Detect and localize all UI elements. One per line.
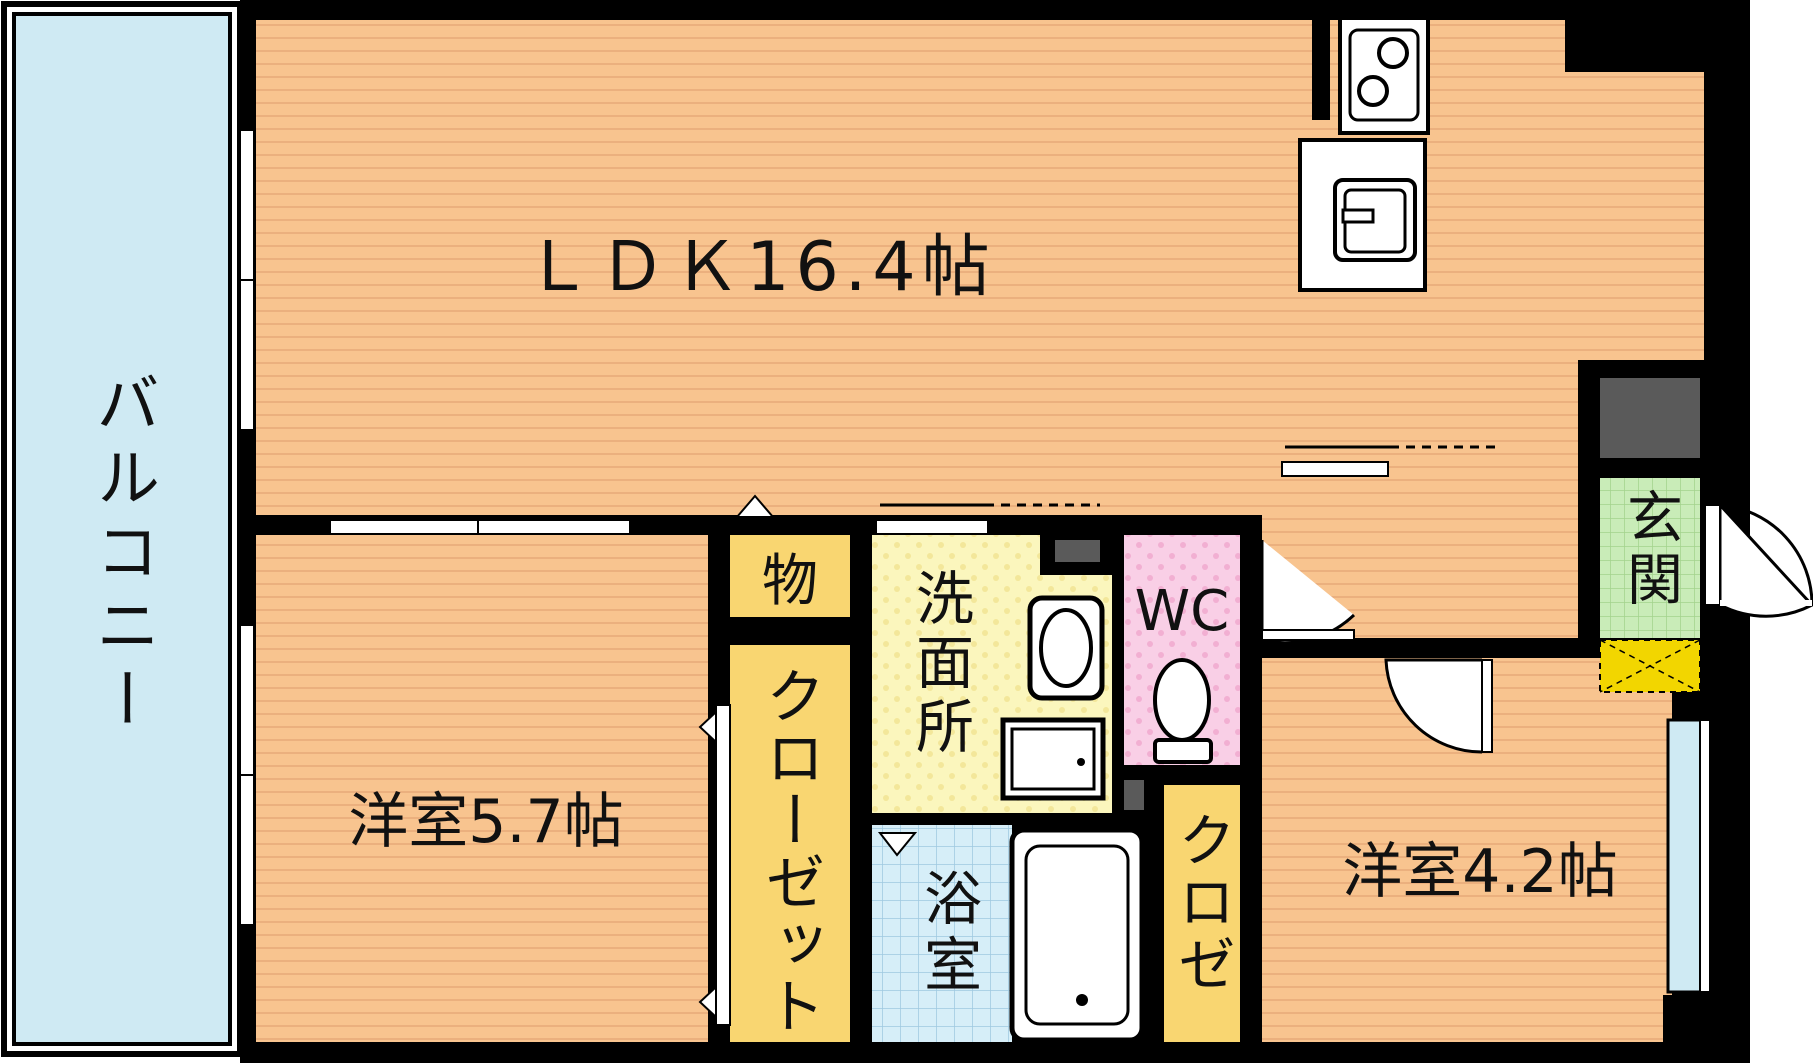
western-room-a-label: 洋室5.7帖 xyxy=(348,787,623,857)
window-right xyxy=(1666,718,1706,994)
kitchen-sink xyxy=(1333,178,1417,262)
closet-large-area xyxy=(730,645,850,1042)
stove-burner-1 xyxy=(1377,37,1409,69)
washroom-label: 洗面所 xyxy=(906,568,974,760)
balcony-label: バルコニー xyxy=(85,370,159,740)
ldk-floor xyxy=(256,20,1704,515)
sliding-door-room-a xyxy=(329,519,631,535)
toilet-label: WC xyxy=(1135,579,1229,644)
door-room-b xyxy=(1384,658,1483,754)
western-room-a-floor xyxy=(256,535,708,1042)
door-entrance xyxy=(1718,501,1813,618)
storage-area xyxy=(730,535,850,617)
bathroom-label: 浴室 xyxy=(914,868,982,1000)
bathroom-floor xyxy=(872,825,1012,1042)
entrance-floor xyxy=(1600,478,1700,638)
closet-large-label: クローゼット xyxy=(755,665,825,1037)
stove-burner-2 xyxy=(1357,75,1389,107)
western-room-b-label: 洋室4.2帖 xyxy=(1342,837,1617,907)
closet-small-area xyxy=(1164,785,1240,1042)
toilet-bowl xyxy=(1153,658,1211,742)
ldk-label: ＬＤＫ16.4帖 xyxy=(524,228,995,307)
closet-small-label: クロゼ xyxy=(1168,810,1236,996)
pillar xyxy=(1600,378,1700,458)
storage-label: 物 xyxy=(762,549,818,614)
entrance-label: 玄関 xyxy=(1618,488,1683,612)
washing-machine-pan xyxy=(1000,717,1106,801)
